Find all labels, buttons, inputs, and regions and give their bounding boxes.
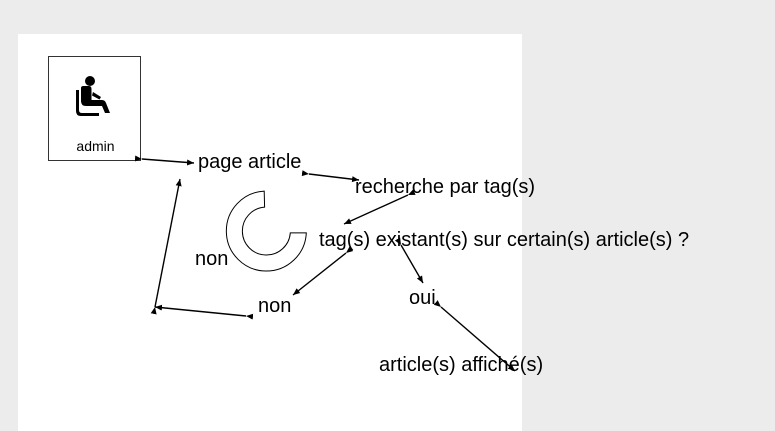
link-page-article-recherche	[301, 170, 360, 183]
node-non-bottom: non	[258, 295, 292, 317]
seated-person-icon	[76, 76, 110, 116]
loading-arc-icon	[225, 190, 307, 272]
node-oui: oui	[409, 287, 436, 309]
admin-label: admin	[76, 138, 115, 154]
link-non-left	[154, 304, 254, 320]
link-recherche-question	[343, 189, 416, 225]
admin-actor-box: admin	[48, 56, 141, 161]
link-oui-affiches	[433, 300, 516, 372]
node-non-left: non	[195, 248, 229, 270]
link-back-to-page-article	[150, 178, 182, 315]
node-articles-affiches: article(s) affiché(s)	[379, 354, 544, 376]
link-question-oui	[394, 237, 424, 284]
node-recherche-par-tags: recherche par tag(s)	[355, 176, 536, 198]
link-admin-page-article	[134, 155, 195, 166]
link-question-non	[292, 246, 354, 296]
node-tags-question: tag(s) existant(s) sur certain(s) articl…	[319, 229, 690, 251]
node-page-article: page article	[198, 151, 302, 173]
